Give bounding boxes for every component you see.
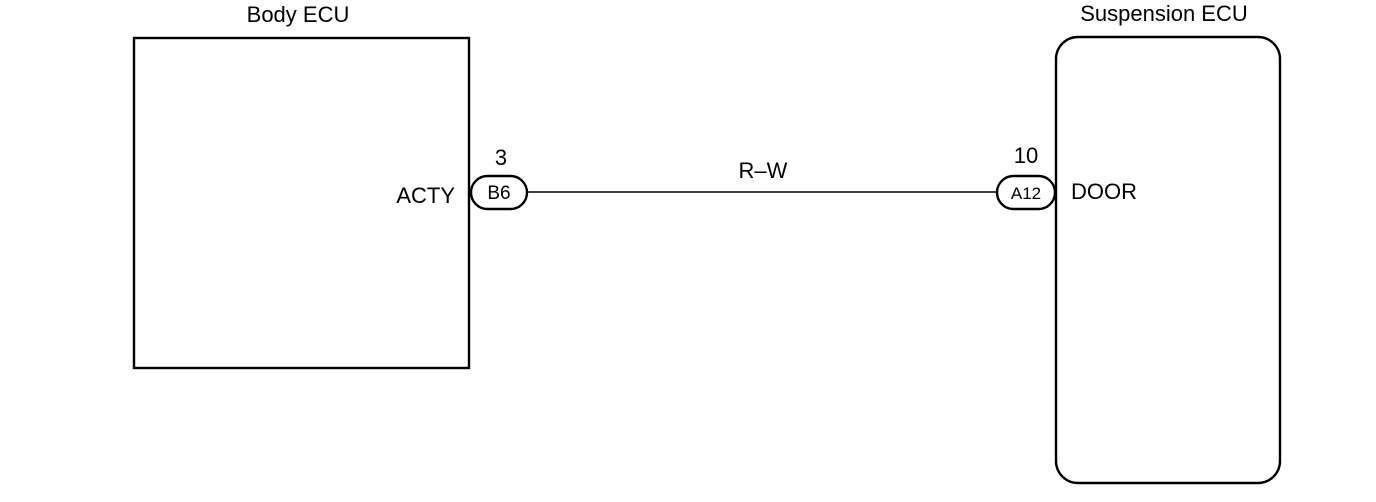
wire-color-code: R–W <box>739 158 788 183</box>
connector-b6: 3 B6 <box>469 145 529 211</box>
connector-a12-pin-number: 10 <box>1014 143 1038 168</box>
suspension-ecu-pin-label: DOOR <box>1071 179 1137 204</box>
connector-b6-pin-number: 3 <box>495 145 507 170</box>
body-ecu-pin-label: ACTY <box>396 183 455 208</box>
suspension-ecu-title: Suspension ECU <box>1080 1 1248 26</box>
wire-r-w: R–W <box>527 158 997 193</box>
suspension-ecu: Suspension ECU DOOR <box>1054 1 1282 485</box>
body-ecu-title: Body ECU <box>247 2 350 27</box>
connector-b6-code: B6 <box>487 183 510 204</box>
connector-a12-code: A12 <box>1011 184 1041 203</box>
connector-a12: 10 A12 <box>995 143 1057 211</box>
body-ecu: Body ECU ACTY <box>132 2 471 370</box>
body-ecu-box <box>132 36 471 370</box>
suspension-ecu-box <box>1054 35 1282 485</box>
